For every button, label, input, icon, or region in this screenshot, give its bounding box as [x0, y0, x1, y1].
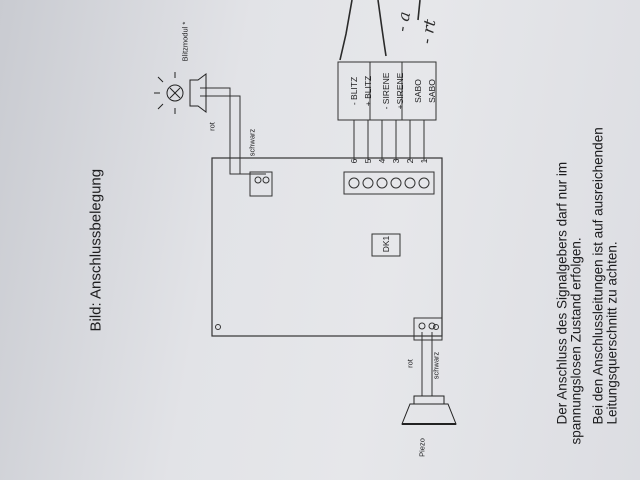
terminal-number: 1: [419, 158, 429, 164]
black-wire-label-bottom: schwarz: [431, 351, 441, 380]
terminal-screws: [348, 177, 430, 189]
terminal-number: 3: [391, 158, 401, 164]
terminal-label: - SIRENE: [381, 72, 391, 110]
page-title: Bild: Anschlussbelegung: [87, 168, 105, 332]
terminal-label: SABO: [427, 79, 437, 103]
piezo-wires: [421, 332, 433, 396]
red-wire-label-top: rot: [207, 122, 217, 131]
note-line: Leitungsquerschnitt zu achten.: [604, 241, 620, 425]
terminal-number: 5: [363, 158, 373, 164]
circuit-board: [211, 157, 443, 337]
piezo-icon: [401, 395, 457, 425]
terminal-block: [343, 171, 435, 195]
dk1-component: [371, 233, 401, 257]
flash-wires: [200, 87, 266, 175]
terminal-label: - BLITZ: [349, 76, 359, 106]
terminal-number: 4: [377, 158, 387, 164]
mount-hole: [215, 324, 221, 330]
terminal-number: 2: [405, 158, 415, 164]
piezo-label: Piezo: [417, 438, 427, 457]
black-wire-label-top: schwarz: [247, 128, 257, 157]
mount-hole: [433, 324, 439, 330]
terminal-label: +SIRENE: [395, 72, 405, 110]
piezo-connector: [413, 317, 443, 341]
terminal-label: + BLITZ: [363, 75, 373, 107]
flash-module-label: Blitzmodul *: [180, 21, 190, 62]
terminal-number: 6: [349, 158, 359, 164]
handwritten-marks: [339, 0, 421, 61]
terminal-label: SABO: [413, 79, 423, 103]
terminal-leads: [353, 120, 425, 160]
note-line: spannungslosen Zustand erfolgen.: [568, 237, 584, 445]
flash-module-icon: [154, 72, 207, 114]
terminal-label-box: [337, 61, 437, 121]
dk1-label: DK1: [381, 235, 391, 253]
flash-connector: [249, 171, 273, 197]
red-wire-label-bottom: rot: [405, 359, 415, 368]
